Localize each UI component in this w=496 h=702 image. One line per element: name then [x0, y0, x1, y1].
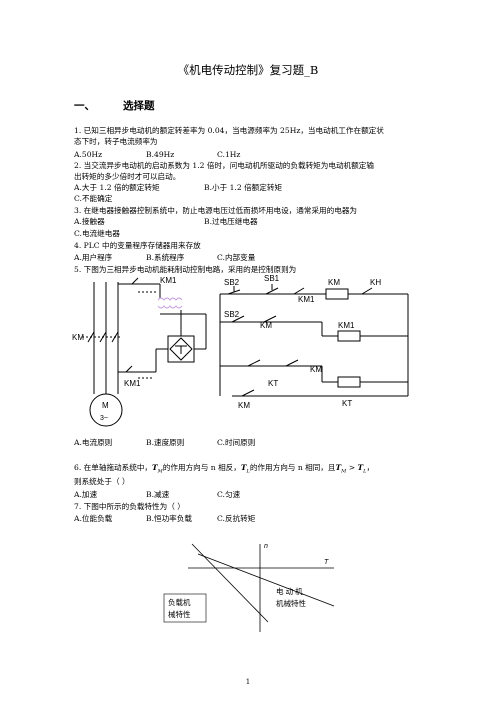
q2-option-c: C.不能确定 — [74, 194, 113, 203]
load-characteristic-line — [191, 543, 269, 623]
q2-line1: 2. 当交流异步电动机的启动系数为 1.2 倍时，问电动机所驱动的负载转矩为电动… — [74, 161, 374, 170]
q6-tm-sub: M — [157, 468, 163, 475]
axis-t-label: T — [324, 559, 329, 566]
q6-mid2: 的作用方向与 n 相同，且 — [249, 463, 336, 472]
q3-line1: 3. 在继电器接触器控制系统中，防止电源电压过低而损坏用电设，通常采用的电器为 — [74, 206, 358, 215]
load-label-line1: 负载机 — [168, 597, 191, 607]
q6-pre: 6. 在单轴拖动系统中， — [74, 463, 153, 472]
q6-tl-symbol: T — [240, 463, 247, 472]
q7-option-b: B.恒功率负载 — [146, 514, 192, 523]
motor-circle — [89, 393, 123, 427]
braking-circuit-diagram: KM1 KM KM1 M 3~ — [72, 274, 409, 427]
axis-n-label: n — [264, 543, 268, 550]
load-characteristic-figure: n T 负载机 械特性 电 动 机 机械特性 — [163, 543, 335, 632]
label-km-coil: KM — [328, 278, 340, 287]
load-label-line2: 械特性 — [168, 609, 191, 619]
section-number: 一、 — [74, 100, 95, 112]
q6-tm-symbol: T — [152, 463, 158, 472]
q6-ineq-right: T — [357, 463, 364, 472]
q6-line2: 则系统处于（ ） — [74, 477, 130, 486]
q3-option-b: B.过电压继电器 — [204, 217, 258, 226]
label-km-bot: KM — [238, 401, 250, 410]
q4-option-c: C.内部变量 — [217, 253, 256, 262]
q5-option-b: B.速度原则 — [146, 438, 185, 447]
label-km-ilk: KM — [310, 365, 322, 374]
label-km-left: KM — [72, 333, 84, 342]
label-sb1: SB1 — [264, 274, 280, 283]
q6-line1: 6. 在单轴拖动系统中，TM的作用方向与 n 相反，TL的作用方向与 n 相同，… — [74, 462, 374, 478]
section-label: 选择题 — [123, 100, 155, 112]
q6-option-b: B.减速 — [146, 490, 170, 499]
label-km1-top: KM1 — [160, 276, 177, 285]
q6-ineq-right-sub: L — [363, 468, 367, 475]
label-km1-ctl: KM1 — [298, 295, 315, 304]
q2-line2: 出转矩的多少倍时才可以启动。 — [74, 172, 181, 181]
q4-option-b: B.系统程序 — [146, 253, 185, 262]
q3-option-a: A.接触器 — [74, 217, 105, 226]
q6-ineq-left-sub: M — [341, 468, 347, 475]
q6-option-c: C.匀速 — [217, 490, 241, 499]
q5-option-a: A.电流原则 — [74, 438, 113, 447]
q6-mid1: 的作用方向与 n 相反， — [162, 463, 241, 472]
q1-line2: 态下时，转子电流频率为 — [74, 137, 158, 146]
label-kt-coil: KT — [342, 399, 352, 408]
q7-option-c: C.反抗转矩 — [217, 514, 256, 523]
label-motor-3: 3~ — [100, 415, 108, 422]
motor-label-line1: 电 动 机 — [276, 586, 303, 596]
label-kt-nc: KT — [268, 379, 278, 388]
q6-ineq-op: > — [346, 463, 358, 472]
label-sb2: SB2 — [224, 278, 240, 287]
q1-option-c: C.1Hz — [217, 150, 241, 159]
document-title: 《机电传动控制》复习题_B — [177, 63, 319, 77]
label-km1-coil: KM1 — [338, 321, 355, 330]
q1-line1: 1. 已知三相异步电动机的额定转差率为 0.04，当电源频率为 25Hz，当电动… — [74, 126, 384, 135]
q6-end: ， — [366, 463, 375, 472]
section-heading: 一、 选择题 — [74, 98, 155, 113]
q7-line1: 7. 下图中所示的负载特性为（ ） — [74, 502, 185, 511]
q1-option-b: B.49Hz — [146, 150, 175, 159]
q1-option-a: A.50Hz — [74, 150, 103, 159]
q5-option-c: C.时间原则 — [217, 438, 256, 447]
q6-tl-sub: L — [246, 468, 250, 475]
label-km1-mid: KM1 — [124, 379, 141, 388]
motor-characteristic-line — [197, 553, 335, 607]
q5-line1: 5. 下图为三相异步电动机能耗制动控制电路，采用的是控制原则为 — [74, 265, 297, 274]
q6-ineq-left: T — [335, 463, 342, 472]
q7-option-a: A.位能负载 — [74, 514, 113, 523]
label-km-seal: KM — [260, 321, 272, 330]
motor-label-line2: 机械特性 — [276, 598, 306, 608]
q2-option-b: B.小于 1.2 倍额定转矩 — [204, 183, 283, 192]
page-number: 1 — [245, 678, 251, 686]
q2-option-a: A.大于 1.2 倍的额定转矩 — [74, 183, 160, 192]
q4-option-a: A.用户程序 — [74, 253, 113, 262]
label-motor-m: M — [102, 401, 109, 410]
q6-option-a: A.加速 — [74, 490, 98, 499]
q4-line1: 4. PLC 中的变量程序存储器用来存放 — [74, 241, 201, 250]
q3-option-c: C.电流继电器 — [74, 229, 120, 238]
label-sb2-low: SB2 — [224, 310, 240, 319]
label-kh: KH — [370, 278, 381, 287]
